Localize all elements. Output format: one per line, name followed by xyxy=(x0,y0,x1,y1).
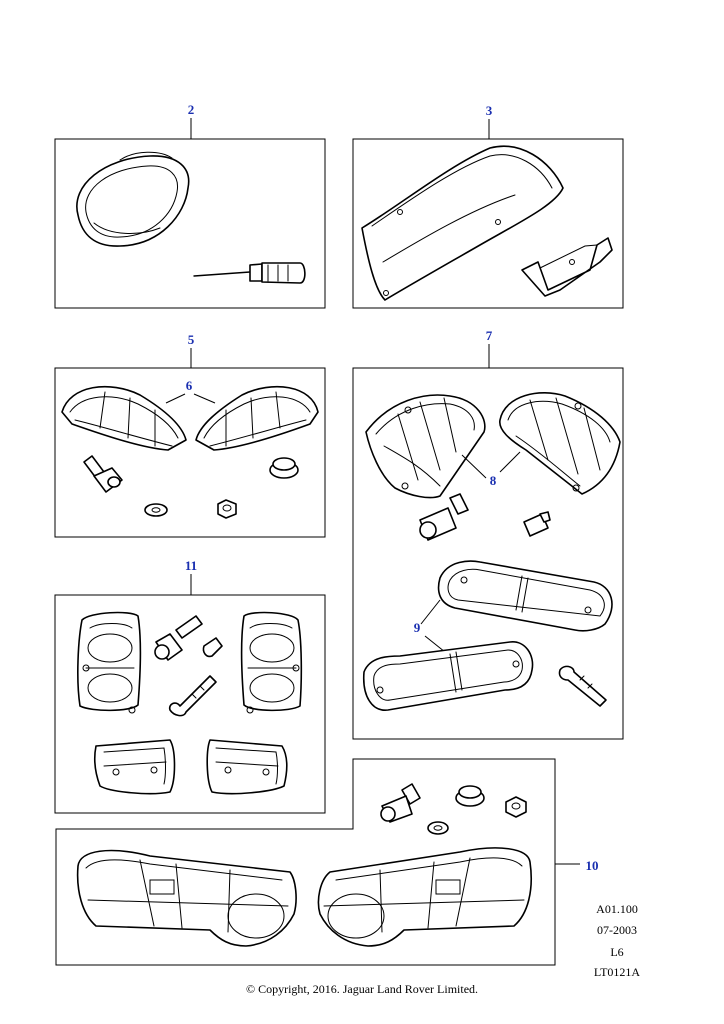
callout-9[interactable]: 9 xyxy=(414,620,421,635)
reference-level: L6 xyxy=(610,945,624,959)
tail-spacer-part[interactable] xyxy=(154,633,183,661)
guard-plate-part[interactable] xyxy=(361,145,564,301)
rear-screw-part[interactable] xyxy=(523,511,551,537)
rear-bolt-part[interactable] xyxy=(419,493,469,541)
left-rear-grille-part[interactable] xyxy=(365,394,486,499)
headlamp-grommet-part[interactable] xyxy=(455,785,485,807)
callout-2[interactable]: 2 xyxy=(188,102,195,117)
group-10-headlamp-guard-kit: 10 xyxy=(55,758,599,966)
frame-11 xyxy=(54,594,326,814)
reference-date: 07-2003 xyxy=(597,923,637,937)
group-2-mirror-kit: 2 xyxy=(54,102,326,309)
callout-6[interactable]: 6 xyxy=(186,378,193,393)
long-bolt-part[interactable] xyxy=(558,665,607,707)
leader-line-6b xyxy=(193,393,216,404)
right-tail-bezel-part[interactable] xyxy=(206,739,288,795)
right-headlamp-guard-part[interactable] xyxy=(317,847,533,947)
group-11-tail-guard-kit: 11 xyxy=(54,558,326,814)
headlamp-nut-part[interactable] xyxy=(505,796,527,818)
callout-5[interactable]: 5 xyxy=(188,332,195,347)
headlamp-bolt-part[interactable] xyxy=(380,783,421,823)
left-headlamp-guard-part[interactable] xyxy=(76,849,297,947)
leader-line-8b xyxy=(499,451,521,473)
callout-10[interactable]: 10 xyxy=(586,858,599,873)
nut-part[interactable] xyxy=(217,499,237,519)
grommet-part[interactable] xyxy=(269,457,299,479)
leader-line-9a xyxy=(420,599,441,625)
right-grille-part[interactable] xyxy=(195,385,319,451)
left-grille-part[interactable] xyxy=(61,385,187,451)
right-rear-grille-part[interactable] xyxy=(499,392,621,495)
washer-part[interactable] xyxy=(144,503,168,517)
bolt-part[interactable] xyxy=(83,455,123,493)
callout-8[interactable]: 8 xyxy=(490,473,497,488)
left-tail-bezel-part[interactable] xyxy=(94,739,176,795)
group-5-lamp-guard-kit: 5 6 xyxy=(54,332,326,538)
right-tail-guard-part[interactable] xyxy=(240,611,303,714)
group-3-guard-kit: 3 xyxy=(352,103,624,309)
leader-line-6a xyxy=(165,393,186,404)
left-tail-guard-part[interactable] xyxy=(77,611,142,714)
upper-bezel-part[interactable] xyxy=(437,560,613,632)
leader-line-8a xyxy=(461,454,487,479)
callout-3[interactable]: 3 xyxy=(486,103,493,118)
frame-3 xyxy=(352,138,624,309)
lower-bezel-part[interactable] xyxy=(363,641,534,711)
copyright-notice: © Copyright, 2016. Jaguar Land Rover Lim… xyxy=(245,982,479,996)
screwdriver-part[interactable] xyxy=(193,262,306,284)
frame-10 xyxy=(55,758,556,966)
frame-5 xyxy=(54,367,326,538)
callout-11[interactable]: 11 xyxy=(185,558,197,573)
reference-code: A01.100 xyxy=(596,902,638,916)
frame-2 xyxy=(54,138,326,309)
mirror-cover-part[interactable] xyxy=(76,151,190,247)
headlamp-washer-part[interactable] xyxy=(427,821,449,835)
tail-bolt-part[interactable] xyxy=(175,615,203,639)
tail-long-bolt-part[interactable] xyxy=(168,675,217,717)
leader-line-9b xyxy=(424,635,446,653)
frame-7 xyxy=(352,367,624,740)
group-7-rear-guard-kit: 7 8 xyxy=(352,328,624,740)
illustration-number: LT0121A xyxy=(593,965,641,979)
mounting-bracket-part[interactable] xyxy=(521,237,613,297)
callout-7[interactable]: 7 xyxy=(486,328,493,343)
tail-screw-part[interactable] xyxy=(202,637,223,658)
